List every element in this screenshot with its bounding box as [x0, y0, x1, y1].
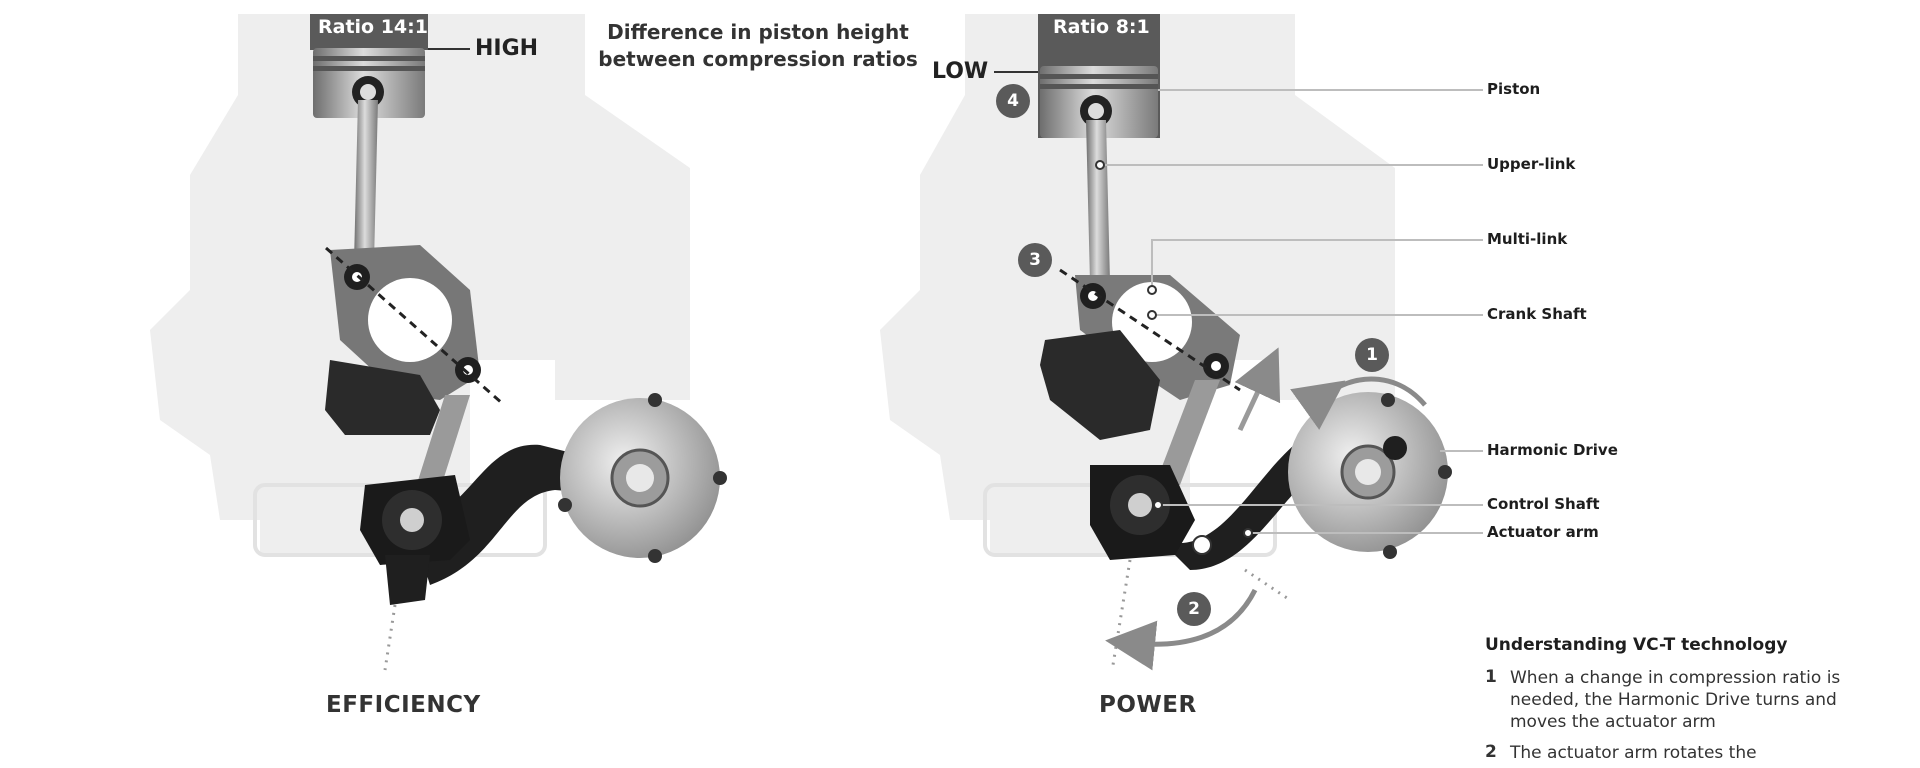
left-upper-link [354, 100, 378, 262]
right-piston [1040, 66, 1158, 138]
explanation-step-1-number: 1 [1485, 667, 1497, 687]
right-ratio-label: Ratio 8:1 [1053, 16, 1150, 38]
left-mechanism [310, 14, 727, 671]
step-marker-2: 2 [1177, 592, 1211, 626]
right-harmonic-drive [1288, 392, 1452, 559]
center-caption-line1: Difference in piston height [607, 20, 909, 44]
label-actuator-arm: Actuator arm [1487, 523, 1599, 541]
label-upper-link: Upper-link [1487, 155, 1576, 173]
left-mode-label: EFFICIENCY [326, 692, 481, 718]
center-caption-line2: between compression ratios [598, 47, 918, 71]
explanation-step-1-text: When a change in compression ratio is ne… [1510, 668, 1841, 732]
right-mode-label: POWER [1099, 692, 1197, 718]
explanation-step-2-text: The actuator arm rotates the [1510, 743, 1757, 763]
step-marker-4: 4 [996, 84, 1030, 118]
left-piston [313, 48, 425, 118]
left-control-shaft [360, 475, 470, 565]
left-harmonic-drive [558, 393, 727, 563]
right-height-label: LOW [932, 59, 989, 84]
label-piston: Piston [1487, 80, 1541, 98]
step-marker-1: 1 [1355, 338, 1389, 372]
left-height-label: HIGH [475, 36, 539, 61]
right-mechanism [994, 14, 1452, 671]
explanation-step-2-number: 2 [1485, 742, 1497, 762]
label-harmonic-drive: Harmonic Drive [1487, 441, 1618, 459]
explanation-title: Understanding VC-T technology [1485, 635, 1788, 655]
center-caption: Difference in piston height between comp… [598, 19, 918, 73]
left-ratio-box [310, 14, 428, 50]
step-marker-3: 3 [1018, 243, 1052, 277]
explanation-step-2: 2 The actuator arm rotates the [1485, 742, 1845, 766]
label-multi-link: Multi-link [1487, 230, 1568, 248]
explanation-step-1: 1 When a change in compression ratio is … [1485, 667, 1845, 737]
leader-lines [1095, 89, 1483, 538]
left-ratio-label: Ratio 14:1 [318, 16, 428, 38]
right-upper-link [1086, 120, 1110, 282]
label-crank-shaft: Crank Shaft [1487, 305, 1587, 323]
right-control-shaft [1090, 465, 1195, 560]
label-control-shaft: Control Shaft [1487, 495, 1600, 513]
